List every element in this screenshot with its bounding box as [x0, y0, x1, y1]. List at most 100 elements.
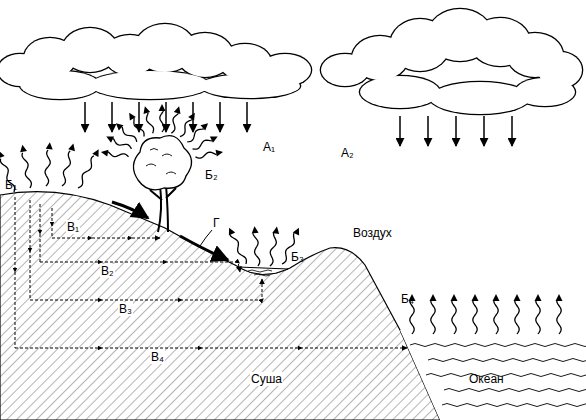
ocean-waves	[410, 344, 586, 407]
diagram-label: В₃	[118, 302, 133, 316]
arrow-head	[68, 143, 77, 152]
rain-arrow	[138, 102, 140, 132]
evaporation-arrow	[78, 156, 94, 188]
arrow-head	[92, 148, 101, 157]
arrow-head	[293, 226, 302, 235]
rain-arrow	[483, 116, 485, 146]
arrow-head	[100, 148, 108, 156]
evaporation-arrow	[180, 120, 192, 137]
precipitation	[85, 102, 512, 146]
cloud-outline	[359, 75, 442, 110]
evaporation-arrow	[160, 111, 164, 132]
evaporation-arrow	[536, 301, 540, 334]
cloud-outline	[429, 81, 532, 116]
wave-line	[410, 344, 586, 347]
evaporation-arrow	[515, 301, 519, 334]
cloud	[515, 78, 575, 106]
evaporation-arrow	[431, 301, 435, 334]
diagram-label: Б₄	[400, 292, 415, 306]
diagram-label: В₂	[100, 264, 115, 278]
evaporation-arrow	[473, 301, 477, 334]
arrow-head	[226, 226, 235, 235]
evaporation-arrow	[62, 151, 70, 186]
arrow-head	[142, 105, 151, 114]
lake-waves	[248, 270, 272, 276]
lake	[238, 267, 288, 275]
evaporation-arrow	[171, 113, 178, 133]
arrow-head	[535, 294, 542, 301]
evaporation-arrow	[122, 127, 137, 142]
cloud	[200, 74, 300, 98]
rain-arrow	[455, 116, 457, 146]
arrow-head	[210, 133, 219, 142]
surface-runoff	[112, 202, 228, 260]
evaporation-arrow	[452, 301, 456, 334]
wave-line	[426, 374, 586, 377]
wave-line	[444, 389, 586, 392]
evaporation-arrow	[230, 235, 246, 264]
cloud	[430, 82, 530, 114]
arrow-head	[105, 133, 114, 142]
rain-arrow	[84, 102, 86, 132]
arrow-head	[188, 111, 198, 121]
evaporation-arrow	[45, 150, 50, 186]
arrow-head	[159, 104, 166, 111]
diagram-label: Суша	[250, 372, 283, 386]
arrow-head	[430, 294, 437, 301]
diagram-label: А₂	[340, 146, 355, 160]
rain-arrow	[399, 116, 401, 146]
evaporation-arrow	[193, 140, 213, 149]
diagram-label: Б₃	[290, 250, 305, 264]
arrow-head	[46, 142, 54, 150]
evaporation-arrow	[195, 152, 216, 158]
diagram-label: Океан	[468, 372, 505, 386]
evaporation-arrow	[134, 118, 144, 137]
arrow-head	[174, 105, 183, 114]
evaporation	[0, 104, 563, 334]
diagram-label: Г	[212, 216, 221, 230]
rain-arrow	[165, 102, 167, 132]
arrow-head	[272, 226, 280, 234]
arrow-head	[201, 121, 211, 131]
arrow-head	[514, 294, 521, 301]
cloud	[90, 71, 210, 99]
tree	[133, 136, 191, 232]
arrow-head	[216, 148, 224, 156]
clouds	[0, 8, 583, 116]
rain-arrow	[246, 102, 248, 132]
wave-line	[428, 359, 586, 362]
arrow-head	[126, 111, 136, 121]
rain-arrow	[111, 102, 113, 132]
rain-arrow	[427, 116, 429, 146]
arrow-head	[0, 149, 5, 158]
wave-line	[442, 404, 586, 407]
rain-arrow	[511, 116, 513, 146]
evaporation-arrow	[22, 153, 31, 188]
evaporation-arrow	[113, 138, 131, 149]
rain-arrow	[219, 102, 221, 132]
arrow-head	[556, 294, 563, 301]
arrow-head	[19, 144, 27, 152]
evaporation-arrow	[494, 301, 498, 334]
arrow-head	[493, 294, 500, 301]
cloud	[20, 71, 100, 99]
diagram-label: А₁	[262, 140, 276, 154]
leader-line	[200, 230, 212, 246]
evaporation-arrow	[187, 129, 204, 142]
land	[0, 192, 440, 420]
evaporation-arrow	[108, 152, 128, 157]
diagram-label: Б₁	[4, 178, 18, 192]
arrow-head	[472, 294, 479, 301]
evaporation-arrow	[557, 301, 561, 334]
diagram-label: Б₂	[204, 168, 219, 182]
arrow-head	[114, 121, 124, 131]
arrow-head	[451, 294, 458, 301]
diagram-label: В₁	[66, 220, 80, 234]
evaporation-arrow	[270, 233, 276, 266]
evaporation-arrow	[146, 113, 153, 134]
diagram-label: В₄	[150, 350, 165, 364]
groundwater-flows	[15, 197, 407, 348]
arrow-head	[251, 226, 259, 234]
diagram-label: Воздух	[352, 226, 393, 240]
